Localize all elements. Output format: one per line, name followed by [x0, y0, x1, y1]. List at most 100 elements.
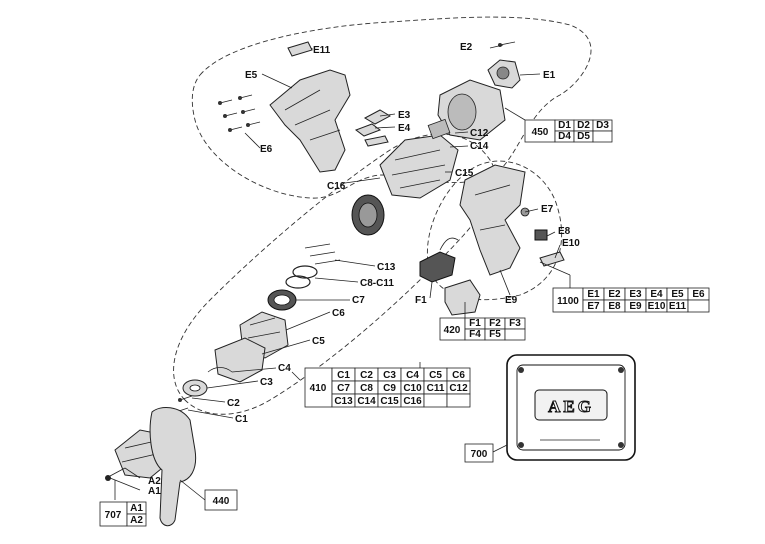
label-c7: C7 — [352, 295, 365, 306]
label-c3: C3 — [260, 377, 273, 388]
label-f1: F1 — [415, 295, 427, 306]
part-450-gearbox-unit — [437, 79, 506, 141]
part-code: C13 — [334, 396, 353, 407]
part-code: C9 — [383, 383, 396, 394]
part-code: D4 — [558, 131, 571, 142]
part-code: D5 — [577, 131, 590, 142]
part-code: C10 — [403, 383, 422, 394]
part-code: E6 — [692, 289, 705, 300]
group-id-700: 700 — [471, 449, 488, 460]
group-id-420: 420 — [444, 325, 461, 336]
case-logo: AEG — [548, 397, 594, 416]
label-e5: E5 — [245, 70, 258, 81]
group-id-707: 707 — [105, 510, 122, 521]
label-c15: C15 — [455, 168, 474, 179]
part-c13-pins — [304, 243, 341, 265]
gearbox-group-outline — [173, 133, 496, 415]
part-code: A1 — [130, 503, 143, 514]
part-e8-button — [534, 229, 548, 241]
part-code: E11 — [669, 301, 687, 312]
part-code: E2 — [608, 289, 621, 300]
part-code: A2 — [130, 515, 143, 526]
part-code: F1 — [469, 318, 481, 329]
part-e3-e4-switch — [354, 109, 392, 147]
grid-cell — [687, 299, 710, 313]
part-code: C4 — [406, 370, 419, 381]
part-code: C3 — [383, 370, 396, 381]
part-code: C7 — [337, 383, 350, 394]
part-code: F4 — [469, 329, 481, 340]
label-e8: E8 — [558, 226, 571, 237]
part-code: E9 — [629, 301, 642, 312]
part-code: C12 — [449, 383, 468, 394]
label-c1: C1 — [235, 414, 248, 425]
part-c-motor-assembly — [379, 118, 459, 199]
part-c7-ring-gear — [267, 289, 297, 311]
part-code: C14 — [357, 396, 376, 407]
label-c12: C12 — [470, 128, 489, 139]
part-code: F5 — [489, 329, 501, 340]
part-code: C1 — [337, 370, 350, 381]
label-c16: C16 — [327, 181, 346, 192]
handle-group-outline — [426, 160, 562, 301]
label-e11: E11 — [313, 45, 331, 56]
grid-cell — [592, 130, 613, 143]
grid-cell — [504, 328, 526, 341]
label-e4: E4 — [398, 123, 411, 134]
grid-cell — [126, 513, 147, 527]
housing-group-outline — [191, 16, 592, 199]
part-code: C5 — [429, 370, 442, 381]
part-code: F3 — [509, 318, 521, 329]
part-code: C8 — [360, 383, 373, 394]
part-code: E1 — [587, 289, 600, 300]
part-e11-label-plate — [287, 41, 313, 57]
part-code: E3 — [629, 289, 642, 300]
part-c8-c11-rings — [285, 265, 318, 289]
part-e6-screws — [218, 94, 261, 132]
label-a1: A1 — [148, 486, 161, 497]
label-e1: E1 — [543, 70, 556, 81]
group-id-1100: 1100 — [557, 296, 579, 307]
label-e2: E2 — [460, 42, 473, 53]
part-code: C6 — [452, 370, 465, 381]
label-e3: E3 — [398, 110, 411, 121]
part-c4-clip — [207, 367, 233, 373]
group-id-440: 440 — [213, 496, 230, 507]
part-c3-washer — [182, 379, 208, 397]
label-c5: C5 — [312, 336, 325, 347]
label-c14: C14 — [470, 141, 489, 152]
part-e1-nose-cap — [487, 59, 521, 89]
part-code: C11 — [427, 383, 445, 394]
part-code: F2 — [489, 318, 501, 329]
label-e7: E7 — [541, 204, 554, 215]
label-e9: E9 — [505, 295, 518, 306]
part-c5-gear-housing — [214, 337, 266, 383]
label-e6: E6 — [260, 144, 273, 155]
part-code: D1 — [558, 120, 571, 131]
grid-cell — [423, 393, 448, 408]
part-code: E4 — [650, 289, 663, 300]
part-code: E5 — [671, 289, 684, 300]
part-code: C2 — [360, 370, 373, 381]
label-c4: C4 — [278, 363, 291, 374]
label-c6: C6 — [332, 308, 345, 319]
part-e9-handle-housing — [459, 164, 526, 276]
label-c8-c11: C8-C11 — [360, 278, 394, 289]
part-code: D2 — [577, 120, 590, 131]
part-440-side-handle — [149, 407, 197, 527]
part-f-switch-module — [419, 237, 481, 316]
label-c13: C13 — [377, 262, 396, 273]
label-a2: A2 — [148, 476, 161, 487]
part-code: E8 — [608, 301, 621, 312]
part-code: C16 — [403, 396, 422, 407]
group-table-440: 440 — [204, 489, 238, 511]
group-id-450: 450 — [532, 127, 549, 138]
part-e5-housing-half — [269, 69, 351, 173]
leader-lines — [109, 44, 571, 501]
